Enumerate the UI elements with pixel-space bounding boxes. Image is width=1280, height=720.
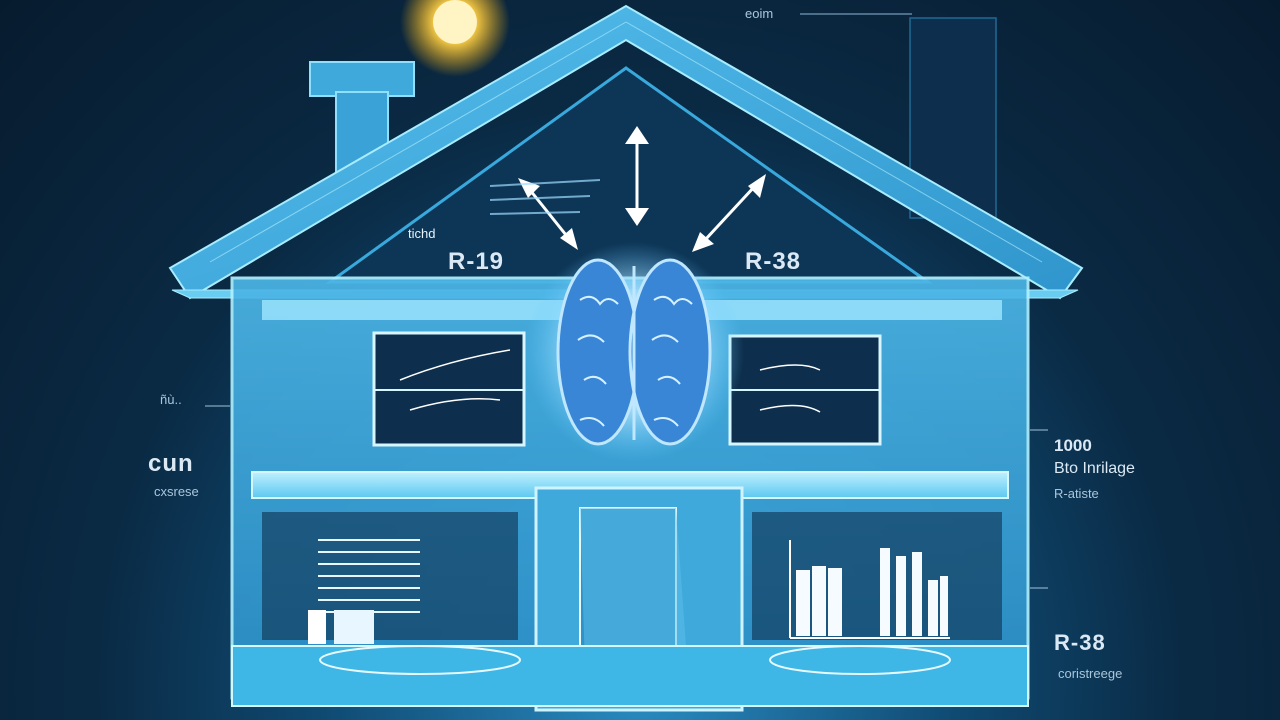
attic-note: tichd (408, 226, 436, 241)
bottom-right-r-value: R-38 (1054, 630, 1106, 655)
callout-line (1030, 429, 1048, 589)
bottom-right-caption: coristreege (1058, 666, 1123, 681)
right-caption: R-atiste (1054, 486, 1099, 501)
attic-right-r-value: R-38 (745, 248, 802, 275)
window-upper-right (728, 334, 882, 446)
top-right-note: eoim (745, 6, 774, 21)
attic-left-r-value: R-19 (448, 248, 505, 275)
left-note: ñù.. (160, 392, 182, 407)
airflow-lines (489, 179, 601, 215)
room-lower-left (262, 512, 518, 644)
floor-ring-right (769, 645, 951, 675)
window-upper-left (372, 331, 526, 447)
right-subtitle: Bto Inrilage (1054, 460, 1135, 477)
right-value: 1000 (1054, 436, 1092, 455)
left-label: cun (148, 450, 194, 477)
floor-ring-left (319, 645, 521, 675)
sun (433, 0, 477, 44)
brain-icon (556, 258, 712, 446)
left-caption: cxsrese (154, 484, 199, 499)
ground-floor (231, 645, 1029, 707)
room-lower-right (752, 512, 1002, 640)
